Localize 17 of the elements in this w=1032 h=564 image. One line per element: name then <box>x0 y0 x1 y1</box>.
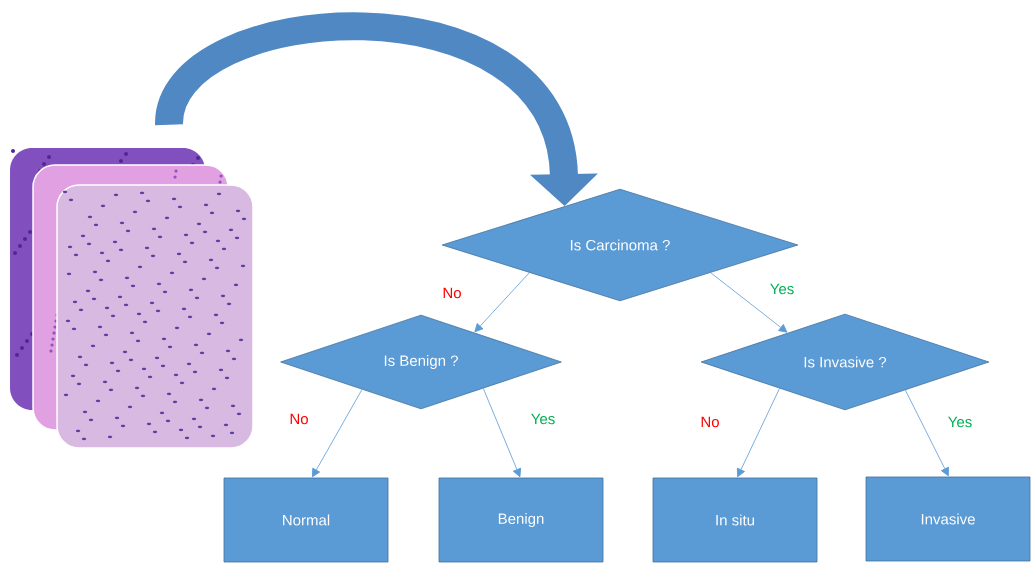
edge-label: Yes <box>948 416 972 428</box>
arrow <box>474 272 530 333</box>
arrow <box>905 389 949 477</box>
arrow <box>736 388 780 478</box>
arrow <box>312 389 363 478</box>
arrow <box>710 272 788 333</box>
edge-label: Yes <box>770 283 794 295</box>
edge-label: No <box>701 416 719 428</box>
result-box: Invasive <box>865 476 1031 562</box>
tissue-slides-drawing <box>10 148 254 449</box>
edge-label: No <box>290 413 308 425</box>
arrow <box>482 388 521 478</box>
result-box: In situ <box>652 477 818 563</box>
edge-label: No <box>443 287 461 299</box>
result-box: Normal <box>223 477 389 563</box>
edge-label: Yes <box>531 413 555 425</box>
result-box: Benign <box>438 477 604 563</box>
